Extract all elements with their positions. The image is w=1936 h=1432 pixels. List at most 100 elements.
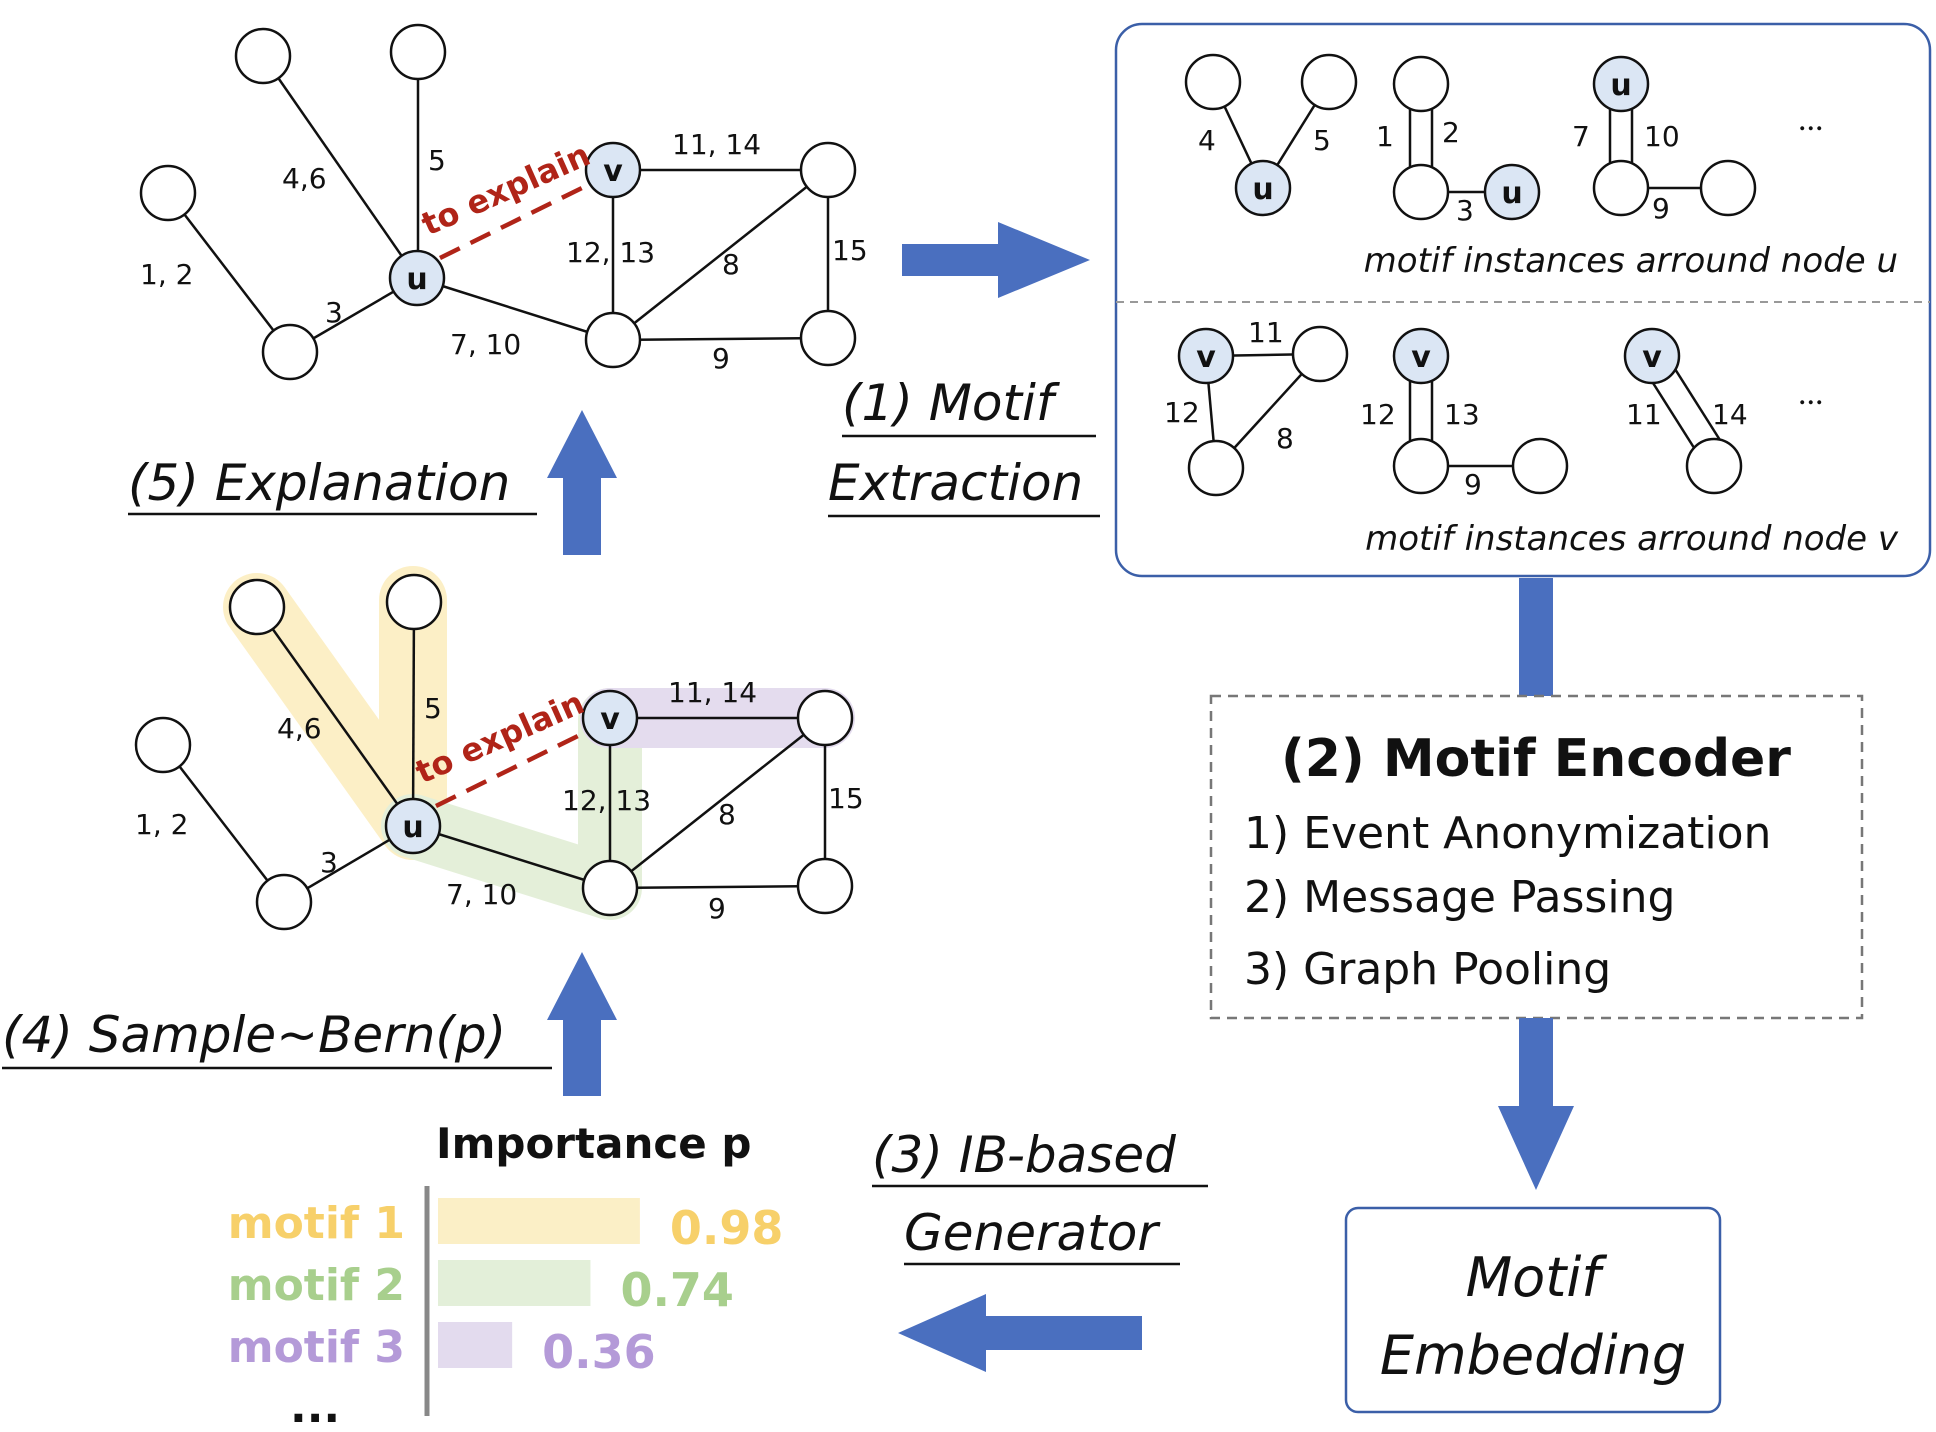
node-u xyxy=(388,249,446,307)
graph-node xyxy=(134,716,192,774)
motif-edge-label: 9 xyxy=(1464,468,1482,501)
motif-u-ellipsis: ... xyxy=(1798,101,1824,138)
node-v-label: v xyxy=(603,154,623,189)
node-v xyxy=(584,141,642,199)
edge-label: 5 xyxy=(424,692,442,725)
edge-label: 1, 2 xyxy=(135,808,188,841)
node-u-label: u xyxy=(1501,176,1522,211)
motif-edge-label: 3 xyxy=(1456,194,1474,227)
value-label-motif-2: 0.74 xyxy=(620,1263,734,1317)
edge xyxy=(167,192,291,353)
motif-edge-label: 1 xyxy=(1376,120,1394,153)
motif-edge-label: 14 xyxy=(1712,398,1748,431)
motif-node xyxy=(1392,437,1450,495)
bottom-graph-nodes xyxy=(134,573,854,931)
edge-label: 7, 10 xyxy=(446,878,517,911)
motif-caption-v: motif instances arround node v xyxy=(1365,519,1899,559)
edge-label: 4,6 xyxy=(282,162,327,195)
step3-label-line2: Generator xyxy=(904,1204,1161,1262)
edge xyxy=(162,744,285,903)
node-u xyxy=(1592,55,1650,113)
importance-bar-2 xyxy=(438,1260,591,1306)
encoder-item-3: 3) Graph Pooling xyxy=(1244,944,1611,995)
edge-label: 11, 14 xyxy=(672,128,761,161)
node-u xyxy=(1234,159,1292,217)
motif-node xyxy=(1291,325,1349,383)
node-u xyxy=(384,797,442,855)
node-u-label: u xyxy=(1252,172,1273,207)
chart-bars xyxy=(438,1198,640,1368)
edge-label: 1, 2 xyxy=(140,258,193,291)
motif-edge-label: 8 xyxy=(1276,422,1294,455)
motif-v-ellipsis: ... xyxy=(1798,375,1824,412)
motif-highlights xyxy=(223,566,855,920)
graph-node xyxy=(139,164,197,222)
motifs-around-u xyxy=(1184,53,1757,221)
embedding-line2: Embedding xyxy=(1380,1324,1686,1387)
edge xyxy=(261,55,419,279)
edge xyxy=(609,884,826,890)
embedding-line1: Motif xyxy=(1466,1246,1608,1309)
node-u-label: u xyxy=(1610,68,1631,103)
graph-node xyxy=(799,309,857,367)
down-arrow-icon xyxy=(1498,1018,1574,1190)
edge-label: 12, 13 xyxy=(562,784,651,817)
edge xyxy=(416,276,614,342)
motif-edge-label: 13 xyxy=(1444,398,1480,431)
motif-edge-label: 5 xyxy=(1313,124,1331,157)
motif-edge-label: 2 xyxy=(1442,116,1460,149)
motif-node xyxy=(1511,437,1569,495)
motif-edge-label: 9 xyxy=(1652,192,1670,225)
importance-bar-3 xyxy=(438,1322,513,1368)
right-arrow-icon xyxy=(902,222,1090,298)
to-explain-dashed-edge xyxy=(439,180,593,261)
edge-label: 8 xyxy=(718,798,736,831)
motif-edge-label: 10 xyxy=(1644,120,1680,153)
step1-label-line1: (1) Motif xyxy=(842,374,1060,432)
graph-node xyxy=(228,578,286,636)
graph-node xyxy=(255,873,313,931)
edge-label: 7, 10 xyxy=(450,328,521,361)
edge xyxy=(411,601,416,827)
edge-label: 15 xyxy=(832,234,868,267)
motif-embedding-box xyxy=(1344,1206,1722,1414)
motif-node xyxy=(1184,53,1242,111)
motif-edge-label: 12 xyxy=(1164,396,1200,429)
left-arrow-icon xyxy=(898,1294,1142,1372)
edge-label: 9 xyxy=(712,342,730,375)
node-u xyxy=(1483,163,1541,221)
motif-node xyxy=(1392,55,1450,113)
motif-node xyxy=(1300,53,1358,111)
edge-label: 5 xyxy=(428,144,446,177)
importance-bar-1 xyxy=(438,1198,640,1244)
motifs-around-v xyxy=(1177,325,1743,497)
chart-title: Importance p xyxy=(436,1119,751,1168)
motif-node xyxy=(1685,437,1743,495)
edge-label: 3 xyxy=(325,296,343,329)
to-explain-dashed-edge xyxy=(435,728,589,809)
motif-node xyxy=(1187,439,1245,497)
node-v-label: v xyxy=(1196,340,1216,375)
edge-label: 8 xyxy=(722,248,740,281)
step5-label: (5) Explanation xyxy=(128,454,510,512)
node-v xyxy=(1392,327,1450,385)
motif-edge-label: 12 xyxy=(1360,398,1396,431)
edge xyxy=(609,717,826,889)
chart-ellipsis: ... xyxy=(290,1382,340,1432)
edge-label: 4,6 xyxy=(277,712,322,745)
node-v xyxy=(581,689,639,747)
motif-edge-label: 4 xyxy=(1198,124,1216,157)
value-label-motif-1: 0.98 xyxy=(670,1201,784,1255)
motif-node xyxy=(1592,159,1650,217)
motif-encoder-box xyxy=(1209,694,1864,1020)
graph-node xyxy=(799,141,857,199)
node-u-label: u xyxy=(402,810,423,845)
encoder-item-2: 2) Message Passing xyxy=(1244,872,1675,923)
motif-edge-label: 11 xyxy=(1626,398,1662,431)
category-label-motif-1: motif 1 xyxy=(228,1198,405,1249)
encoder-item-1: 1) Event Anonymization xyxy=(1244,808,1771,859)
node-v-label: v xyxy=(1411,340,1431,375)
chart-title-text: Importance p xyxy=(436,1119,751,1168)
connector-arrow-icon xyxy=(1519,578,1553,696)
